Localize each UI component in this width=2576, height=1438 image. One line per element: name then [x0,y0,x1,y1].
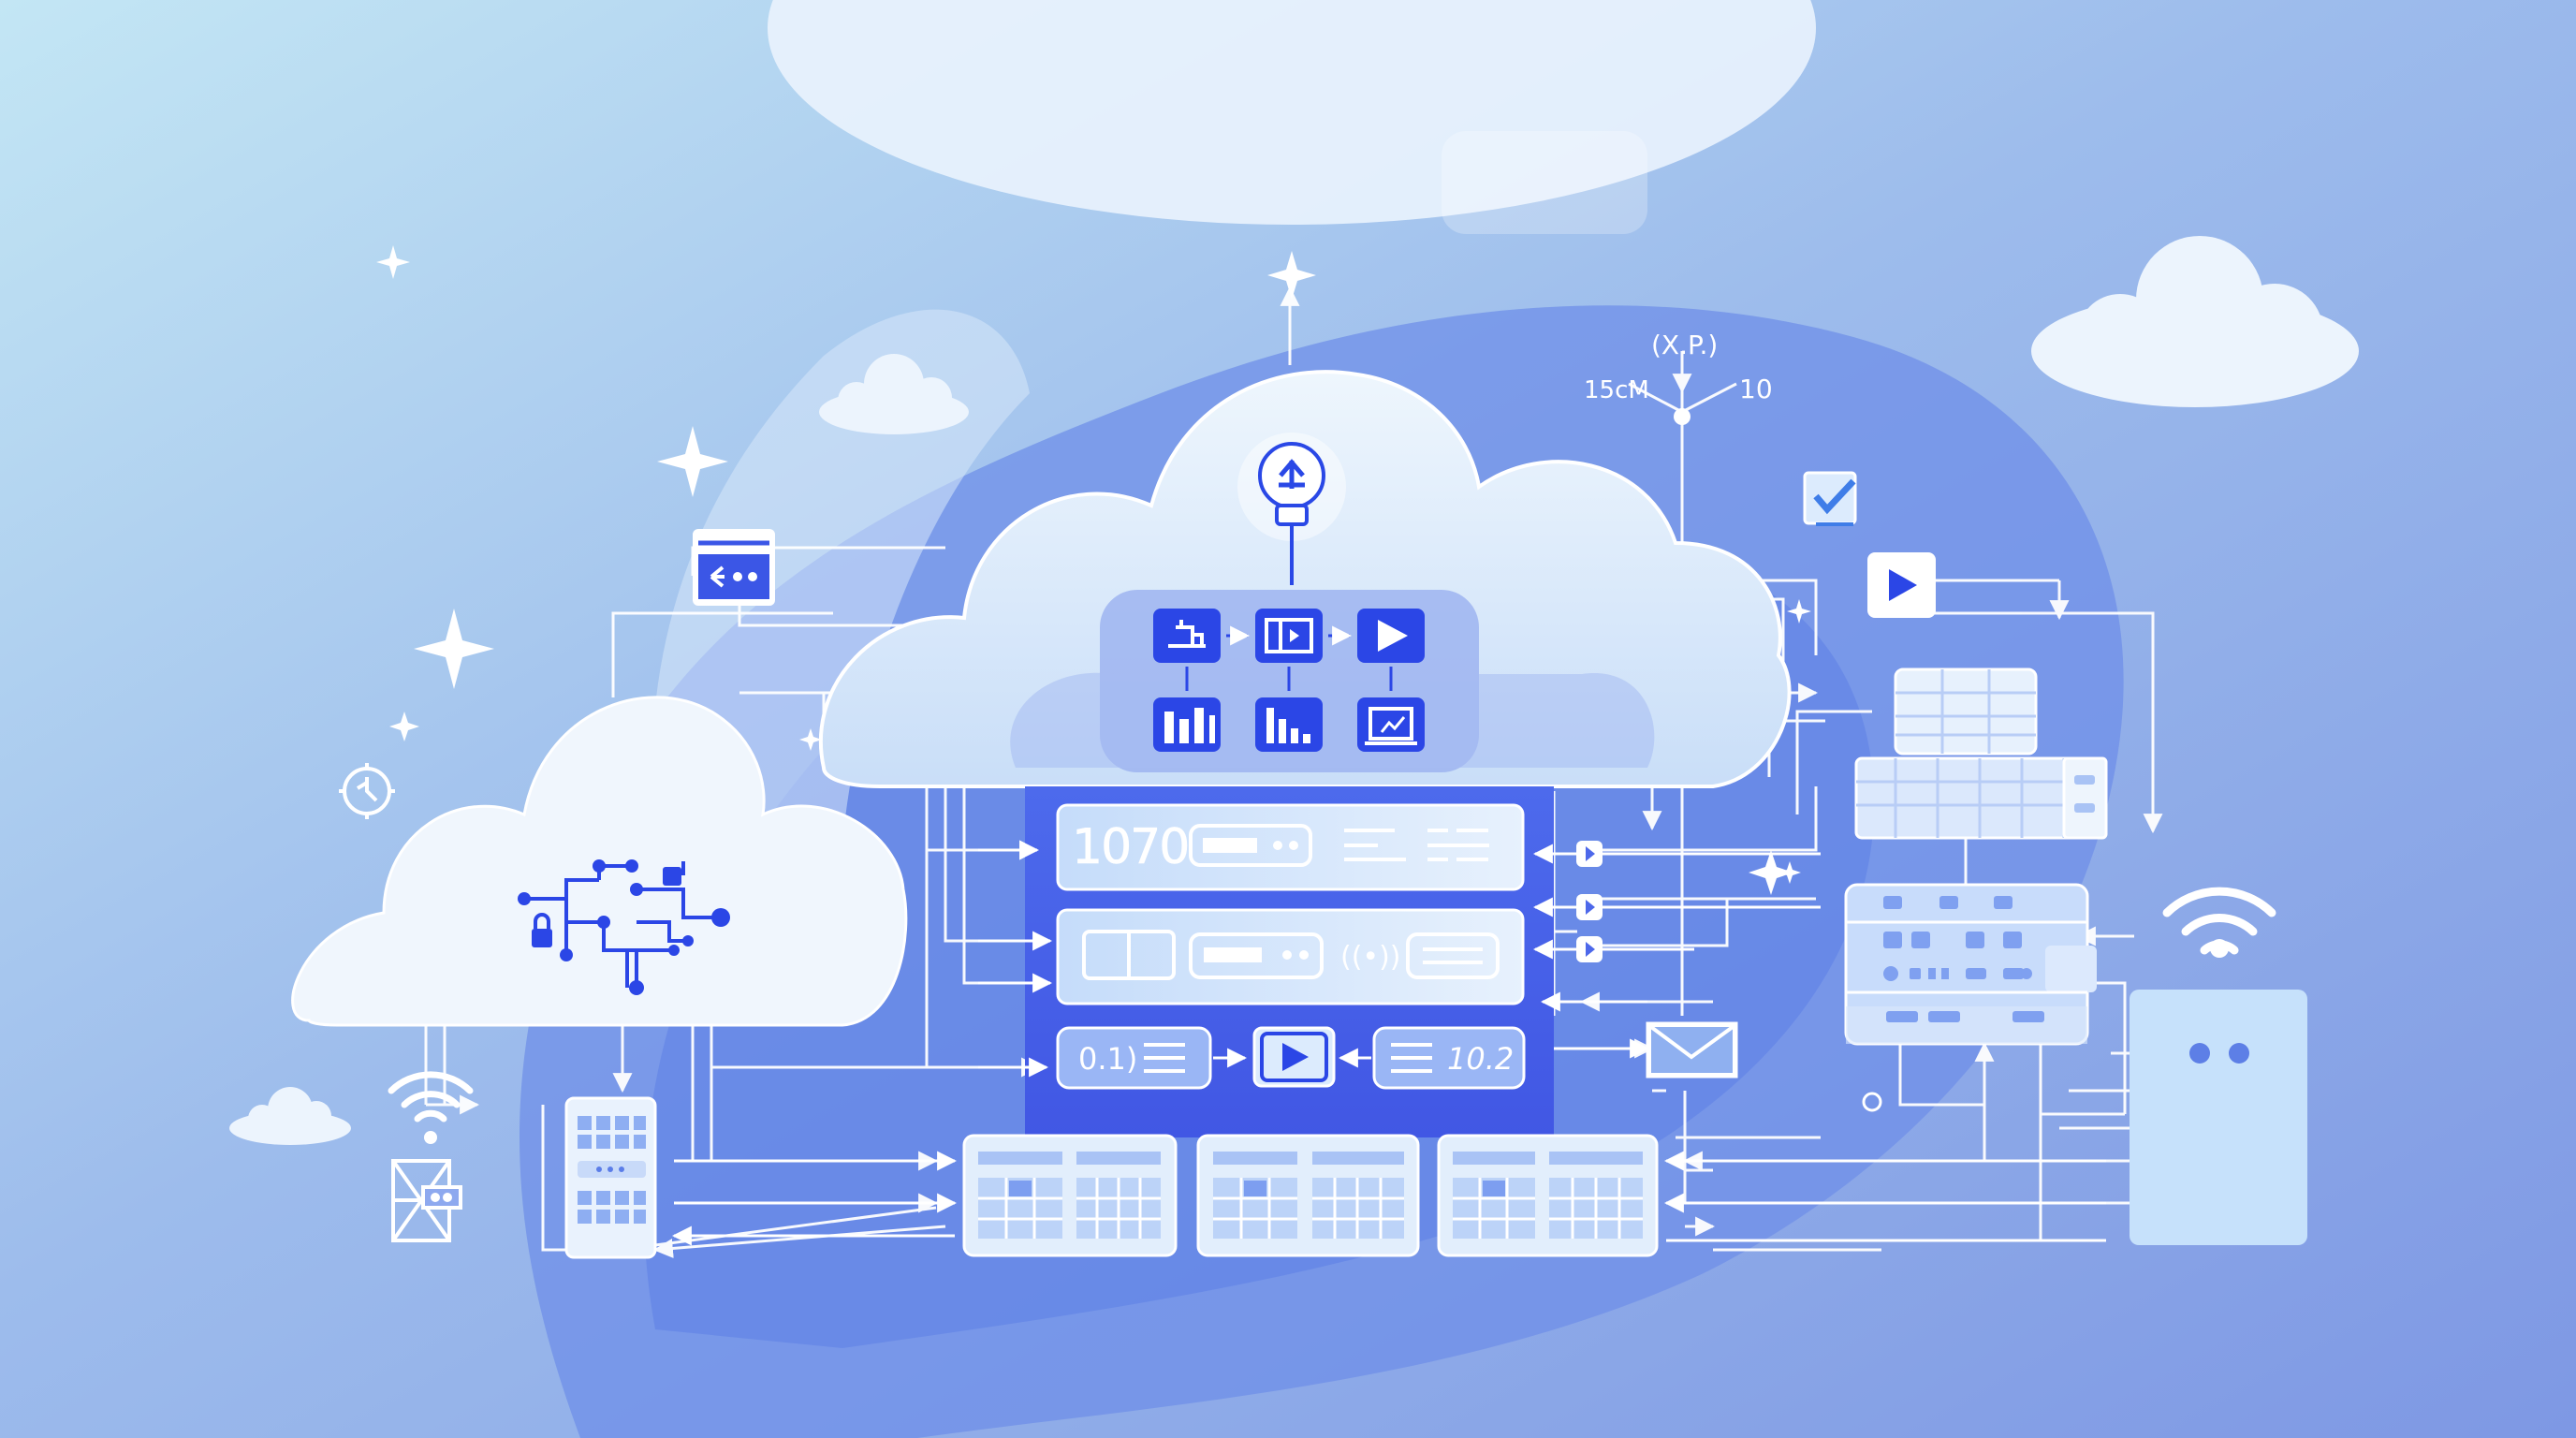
soft-lobe [651,309,1030,843]
phone-grid-device [564,1096,657,1259]
play-icon [1867,552,1936,618]
glass-square [1442,131,1647,234]
server-row-1: 1070 [1056,803,1525,891]
wifi-dot [2210,939,2229,958]
decor-cloud-bottom-left [229,1087,351,1145]
column-chart-icon [1255,697,1323,752]
network-tree-nodes [518,859,730,995]
decor-cloud-right [2031,236,2359,407]
sparkle-icon [1749,850,1793,895]
node-left-label: 15cM [1584,376,1649,404]
sparkle-icon [1787,599,1811,624]
laptop-chart-icon [1357,697,1425,752]
top-cloud-shape [768,0,1816,225]
sparkle-icon [657,426,728,497]
sparkle-icon [389,712,419,741]
server-row-2: ((•)) [1056,908,1525,1005]
connector-node-glyphs [1586,846,1595,957]
mail-icon [1646,1021,1738,1078]
cloud-network-icon [1153,609,1221,663]
wifi-icon [388,1071,474,1123]
sparkle-icon [376,245,410,279]
lock-icon [532,913,552,947]
node-right-label: 10 [1739,374,1773,404]
panel-arrows-right [1532,844,1821,1059]
play-icon [1282,1043,1309,1071]
bar-chart-icon [1153,697,1221,752]
decor-cloud-small [819,354,969,434]
table-card-3 [1437,1134,1659,1257]
server-row-1-value: 1070 [1072,819,1188,875]
server-row-3-right-value: 10.2 [1447,1041,1514,1077]
right-server-unit [1844,883,2097,1046]
inbox-icon [693,529,775,606]
table-card-1 [962,1134,1178,1257]
card-arrows [671,1151,2106,1246]
timer-icon [339,763,395,819]
server-row-3: 0.1) 10.2 [1056,1026,1526,1090]
network-node-dot [1674,408,1690,425]
node-top-label: (X.P.) [1651,330,1718,360]
connector-nodes [1576,841,1603,962]
table-card-2 [1196,1134,1420,1257]
window-icon [1255,609,1323,663]
signal-glyph: ((•)) [1340,941,1401,974]
server-row-3-left-value: 0.1) [1078,1041,1137,1077]
icon-arrows [1185,625,1393,691]
sparkle-icon [1778,861,1801,884]
sparkle-icon [414,609,494,689]
right-data-grid [1854,668,2108,840]
router-device [2130,990,2307,1245]
play-icon [1357,609,1425,663]
panel-arrows-left [978,840,1053,1078]
checklist-icon [1803,471,1857,526]
main-cloud-icon-panel-lower [1010,672,1655,768]
small-ring [1862,1092,1882,1112]
device-mail-icon [391,1159,462,1242]
sparkle-icon [1267,251,1316,300]
wifi-dot [424,1131,437,1144]
sparkle-icon [799,728,822,751]
lightbulb-icon [1237,433,1346,585]
